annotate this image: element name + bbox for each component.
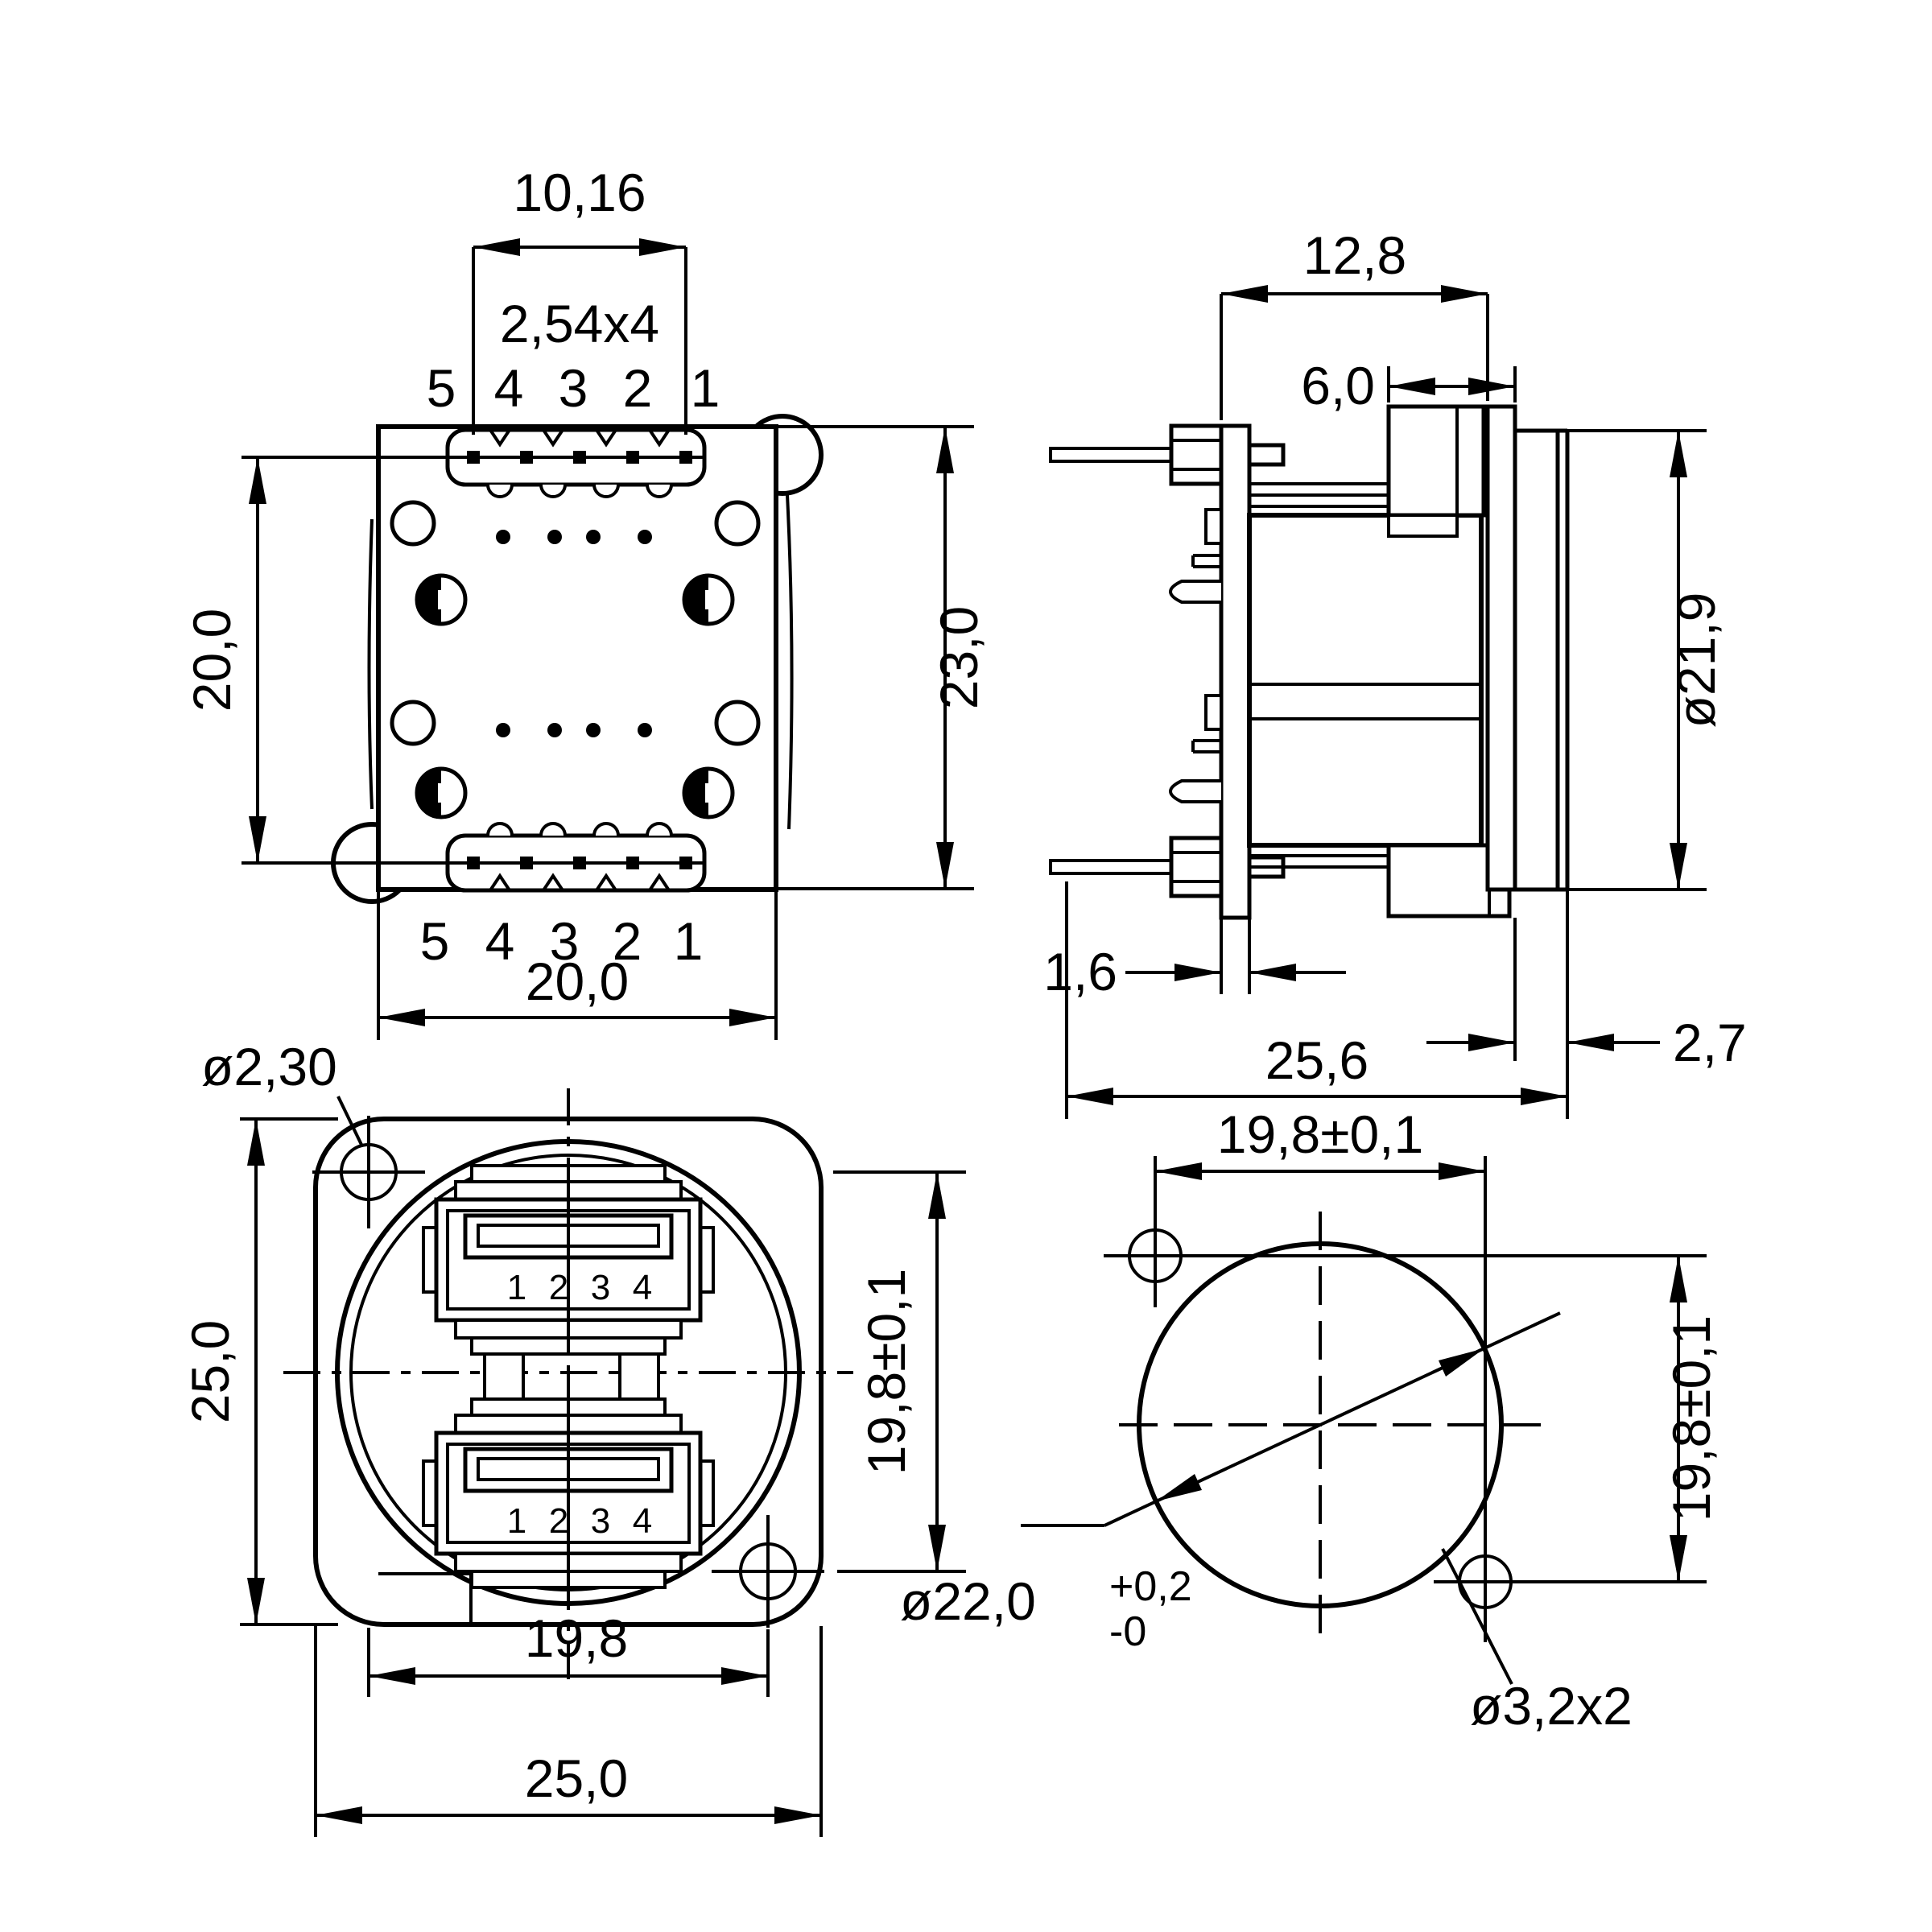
side-dim-flange-to-face: 2,7 xyxy=(1426,890,1747,1119)
rear-pin-top-3: 3 xyxy=(559,358,588,418)
front-usb-bottom-pin-2: 2 xyxy=(549,1501,568,1541)
rear-body-outline xyxy=(376,424,778,892)
front-mount-hole-top-left xyxy=(312,1116,425,1228)
rear-view: 10,16 2,54x4 5 4 3 2 1 20,0 23,0 xyxy=(182,163,989,1040)
rear-pin-bottom-4: 4 xyxy=(485,911,515,971)
rear-dim-body-height: 23,0 xyxy=(776,425,989,890)
front-dim-flange-height: 25,0 xyxy=(180,1117,338,1626)
side-view: 12,8 6,0 ø21,9 1,6 xyxy=(1043,225,1747,1119)
rear-screw-heads xyxy=(415,573,735,819)
front-hole-spacing-horizontal-label: 19,8 xyxy=(525,1608,628,1668)
rear-pin-numbers-bottom: 5 4 3 2 1 xyxy=(420,911,704,971)
rear-pin-strip-bottom xyxy=(242,822,707,893)
rear-pin-pitch-label: 2,54x4 xyxy=(500,294,659,353)
side-dim-front-protrusion: 6,0 xyxy=(1301,356,1517,415)
rear-pin-bottom-2: 2 xyxy=(613,911,642,971)
side-dim-total-depth: 25,6 xyxy=(1065,881,1567,1119)
cutout-dim-hole-spacing-vertical: 19,8±0,1 xyxy=(1662,1256,1721,1582)
cutout-hole-bottom-right xyxy=(1434,1554,1707,1609)
cutout-hole-spacing-horizontal-label: 19,8±0,1 xyxy=(1217,1104,1423,1164)
rear-pin-numbers-top: 5 4 3 2 1 xyxy=(427,358,720,418)
rear-pin-bottom-3: 3 xyxy=(550,911,580,971)
front-mount-hole-diameter-label: ø2,30 xyxy=(201,1037,337,1096)
rear-body-width-label: 20,0 xyxy=(526,952,629,1011)
side-barrel-diameter-label: ø21,9 xyxy=(1666,592,1726,729)
front-hole-spacing-vertical-label: 19,8±0,1 xyxy=(857,1269,916,1475)
rear-pin-top-4: 4 xyxy=(494,358,524,418)
front-usb-port-bottom: 1 2 3 4 xyxy=(422,1397,715,1589)
front-usb-top-pin-4: 4 xyxy=(633,1268,652,1307)
side-dim-pcb-thickness: 1,6 xyxy=(1043,918,1346,1001)
front-view: 1 2 3 4 1 2 3 4 ø2,3 xyxy=(180,1037,966,1837)
cutout-diameter-tolerance-plus: +0,2 xyxy=(1109,1563,1192,1610)
side-front-protrusion-label: 6,0 xyxy=(1301,356,1375,415)
cutout-diameter-tolerance-minus: -0 xyxy=(1109,1608,1146,1655)
rear-row-span-label: 10,16 xyxy=(513,163,646,222)
cutout-view: 19,8±0,1 19,8±0,1 ø22,0 +0,2 -0 ø3,2x2 xyxy=(900,1104,1721,1736)
side-depth-body-label: 12,8 xyxy=(1303,225,1406,285)
rear-dim-body-width: 20,0 xyxy=(377,890,778,1040)
side-total-depth-label: 25,6 xyxy=(1265,1030,1368,1090)
front-mount-hole-bottom-right xyxy=(712,1515,824,1628)
front-usb-top-pin-1: 1 xyxy=(507,1268,526,1307)
front-usb-top-pin-2: 2 xyxy=(549,1268,568,1307)
side-flange-barrel xyxy=(1485,404,1570,892)
front-usb-top-pin-3: 3 xyxy=(591,1268,610,1307)
rear-parting-line-right xyxy=(786,494,794,830)
rear-corner-holes xyxy=(390,500,761,746)
rear-pin-bottom-1: 1 xyxy=(674,911,704,971)
front-latch-left xyxy=(483,1352,525,1401)
front-dim-hole-spacing-horizontal: 19,8 xyxy=(367,1608,770,1697)
rear-pin-top-5: 5 xyxy=(427,358,456,418)
cutout-diameter-callout: ø22,0 +0,2 -0 xyxy=(900,1311,1561,1655)
cutout-hole-spacing-vertical-label: 19,8±0,1 xyxy=(1662,1315,1721,1521)
rear-parting-line-left xyxy=(367,518,374,810)
front-dim-hole-spacing-vertical: 19,8±0,1 xyxy=(833,1170,966,1573)
rear-dim-pin-row-spacing: 20,0 xyxy=(182,457,266,863)
cutout-mount-holes-label: ø3,2x2 xyxy=(1470,1676,1633,1736)
front-latch-right xyxy=(618,1352,660,1401)
front-usb-bottom-pin-4: 4 xyxy=(633,1501,652,1541)
side-plate-tabs-pins xyxy=(1169,508,1223,803)
side-pcb-plate xyxy=(1219,423,1252,920)
rear-pin-top-2: 2 xyxy=(623,358,653,418)
side-usb-jack-top xyxy=(1386,404,1486,538)
cutout-diameter-label: ø22,0 xyxy=(900,1571,1036,1631)
front-mount-hole-diameter-callout: ø2,30 xyxy=(201,1037,364,1147)
rear-pin-top-1: 1 xyxy=(691,358,720,418)
front-usb-bottom-pin-1: 1 xyxy=(507,1501,526,1541)
side-dim-barrel-diameter: ø21,9 xyxy=(1567,429,1726,891)
front-flange-width-label: 25,0 xyxy=(525,1748,628,1808)
front-usb-port-top: 1 2 3 4 xyxy=(422,1164,715,1356)
cutout-dim-hole-spacing-horizontal: 19,8±0,1 xyxy=(1154,1104,1485,1228)
rear-pin-strip-top xyxy=(242,427,707,498)
cutout-mount-holes-callout: ø3,2x2 xyxy=(1441,1548,1633,1736)
side-lead-top xyxy=(1049,423,1286,486)
front-flange-height-label: 25,0 xyxy=(180,1320,240,1423)
front-dim-flange-width: 25,0 xyxy=(314,1626,823,1837)
rear-pin-bottom-5: 5 xyxy=(420,911,450,971)
side-dim-depth-body: 12,8 xyxy=(1220,225,1489,420)
rear-dim-row-span: 10,16 xyxy=(472,163,687,435)
side-body xyxy=(1247,482,1484,869)
side-flange-to-face-label: 2,7 xyxy=(1673,1013,1747,1072)
front-usb-bottom-pin-3: 3 xyxy=(591,1501,610,1541)
side-pcb-thickness-label: 1,6 xyxy=(1043,942,1117,1001)
rear-solder-dots xyxy=(496,530,652,737)
rear-body-height-label: 23,0 xyxy=(929,606,989,709)
rear-pin-row-spacing-label: 20,0 xyxy=(182,609,242,712)
